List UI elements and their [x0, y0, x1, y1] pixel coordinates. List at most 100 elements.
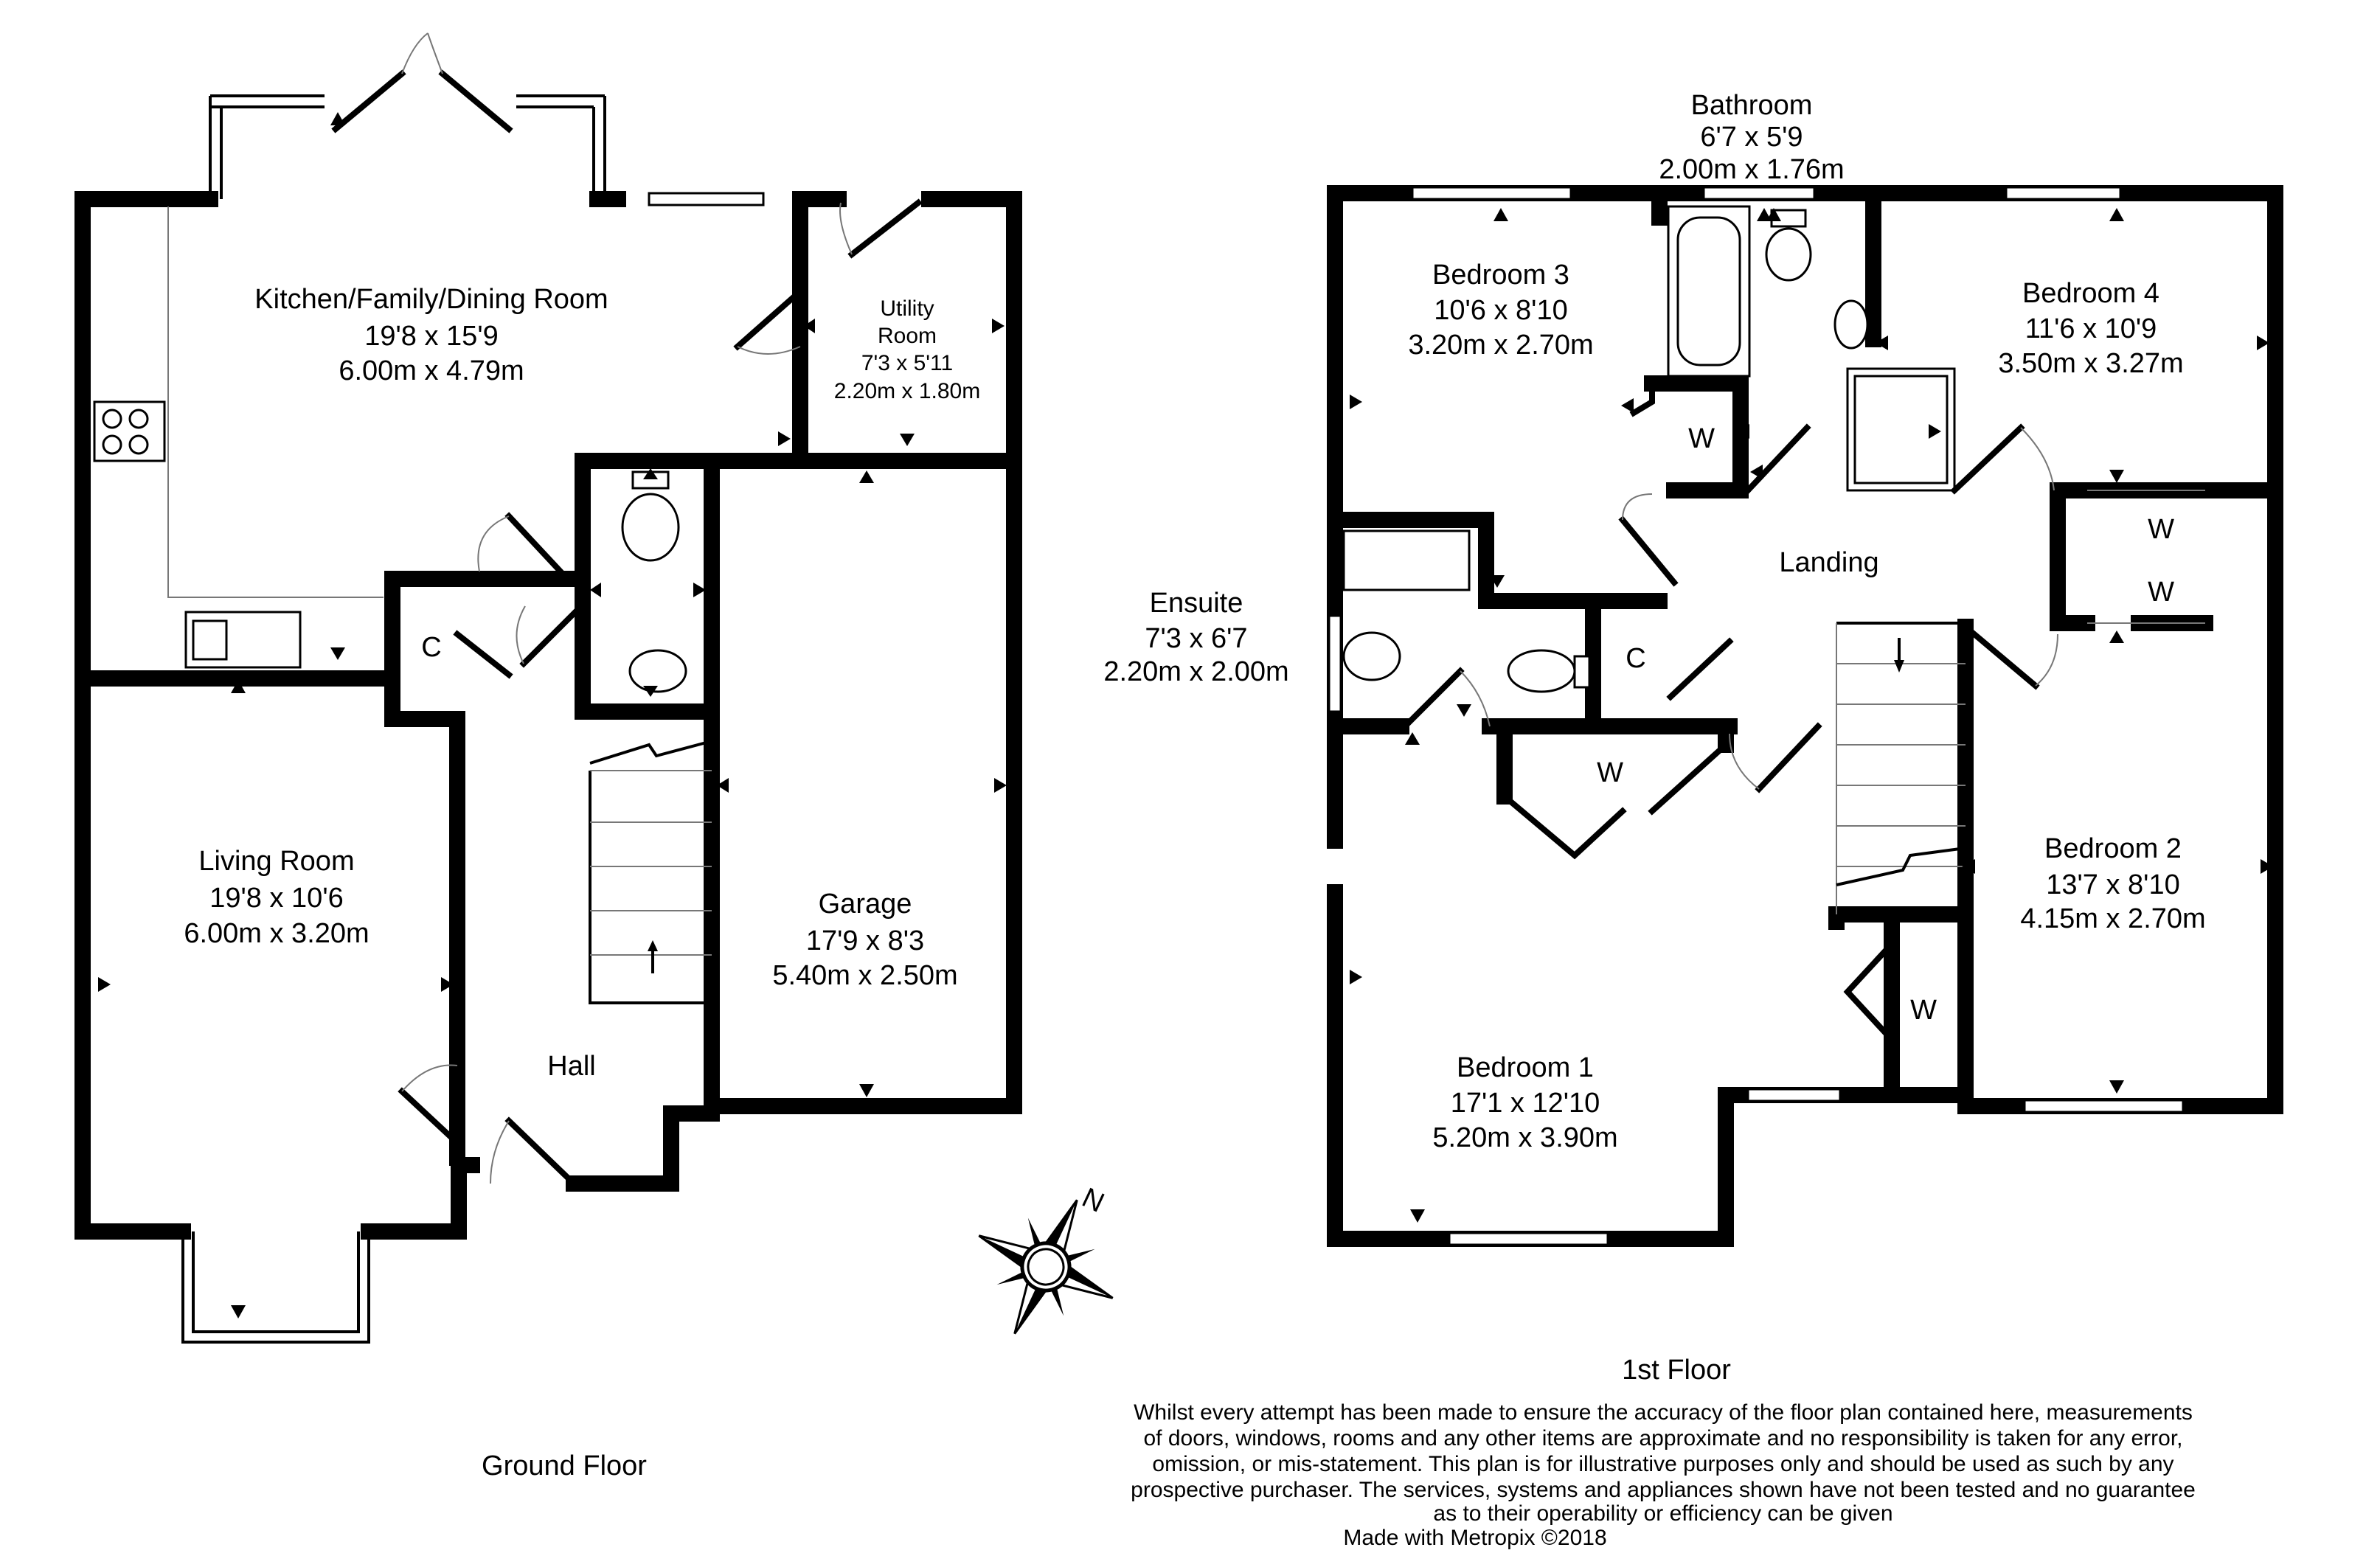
kitchen-metric: 6.00m x 4.79m — [339, 355, 524, 386]
wardrobe-label-bed4-b: W — [2148, 577, 2174, 608]
utility-external-door — [847, 198, 923, 259]
bed2-metric: 4.15m x 2.70m — [2020, 903, 2205, 934]
kitchen-french-door-swing — [401, 32, 443, 74]
ensuite-basin — [1342, 631, 1401, 681]
cupboard-door — [453, 630, 513, 679]
hall-name: Hall — [547, 1051, 595, 1082]
metropix-credit: Made with Metropix ©2018 — [1343, 1526, 1606, 1550]
bed3-bottom-wall — [1327, 512, 1668, 609]
ground-staircase — [589, 740, 712, 1004]
bathroom-imperial: 6'7 x 5'9 — [1700, 122, 1803, 153]
bed3-name: Bedroom 3 — [1432, 260, 1569, 291]
bed4-imperial: 11'6 x 10'9 — [2025, 313, 2157, 344]
kitchen-bay-window — [209, 94, 606, 199]
bed2-door — [1961, 622, 2040, 690]
utility-internal-door — [733, 287, 805, 351]
living-bay-window — [181, 1231, 370, 1344]
bed2-imperial: 13'7 x 8'10 — [2046, 869, 2179, 900]
ensuite-door-swing — [1460, 670, 1491, 727]
kitchen-worktop — [167, 206, 384, 598]
bed2-door-swing — [2035, 633, 2058, 687]
living-metric: 6.00m x 3.20m — [184, 918, 369, 949]
bed3-door — [1618, 515, 1679, 587]
front-door-swing — [490, 1120, 510, 1184]
wc-door-swing — [516, 605, 526, 664]
bed1-window-2 — [1746, 1088, 1842, 1102]
kitchen-window — [648, 192, 765, 206]
wardrobe-label-bed4-a: W — [2148, 514, 2174, 545]
ensuite-shower — [1342, 529, 1471, 591]
disclaimer-line-2: of doors, windows, rooms and any other i… — [1143, 1426, 2182, 1450]
ensuite-imperial: 7'3 x 6'7 — [1145, 623, 1247, 654]
hob — [93, 400, 166, 462]
wardrobe-label-bed1: W — [1597, 757, 1623, 788]
living-door — [398, 1087, 462, 1147]
garage-metric: 5.40m x 2.50m — [772, 960, 957, 991]
bed4-name: Bedroom 4 — [2022, 278, 2159, 309]
compass-north-label: N — [1078, 1182, 1109, 1219]
first-floor: Bathroom 6'7 x 5'9 2.00m x 1.76m Bedroom… — [1103, 90, 2283, 1386]
kitchen-hall-door-swing — [477, 515, 510, 572]
hob-ring-1 — [102, 409, 122, 429]
kitchen-hall-door — [504, 512, 565, 576]
bathroom-basin — [1833, 299, 1869, 350]
bed3-window — [1411, 186, 1572, 201]
bed1-side-wardrobe-door — [1843, 939, 1896, 1044]
bed2-name: Bedroom 2 — [2044, 833, 2182, 864]
bed1-window-1 — [1448, 1231, 1609, 1246]
first-staircase — [1836, 622, 1967, 914]
bathroom-door — [1744, 423, 1811, 495]
compass-rose — [978, 1199, 1114, 1335]
hall-wc-wall — [575, 453, 720, 720]
bathroom-name: Bathroom — [1691, 90, 1813, 121]
utility-metric: 2.20m x 1.80m — [834, 379, 980, 403]
bed3-wardrobe-door — [1629, 381, 1655, 417]
hob-ring-2 — [128, 409, 149, 429]
disclaimer-line-1: Whilst every attempt has been made to en… — [1134, 1400, 2193, 1425]
utility-internal-door-swing — [737, 346, 801, 355]
ensuite-cistern — [1573, 655, 1591, 689]
ensuite-window — [1328, 614, 1342, 713]
bed4-wardrobe-rail — [2087, 490, 2205, 624]
kitchen-imperial: 19'8 x 15'9 — [364, 321, 498, 352]
bed2-window — [2023, 1099, 2185, 1113]
kitchen-french-door — [331, 69, 513, 133]
kitchen-sink-bowl — [192, 619, 228, 661]
bed4-door-swing — [2020, 427, 2055, 491]
hob-ring-4 — [128, 434, 149, 455]
utility-name-2: Room — [878, 324, 937, 348]
wardrobe-label-bed3: W — [1688, 423, 1715, 454]
landing-name: Landing — [1779, 547, 1878, 578]
garage-name: Garage — [819, 889, 912, 920]
ensuite-metric: 2.20m x 2.00m — [1103, 656, 1288, 687]
ground-floor-title: Ground Floor — [482, 1450, 647, 1481]
living-door-swing — [401, 1064, 458, 1092]
landing-cupboard-door — [1666, 637, 1734, 701]
first-floor-title: 1st Floor — [1622, 1355, 1731, 1386]
utility-external-door-swing — [839, 202, 853, 255]
disclaimer: Whilst every attempt has been made to en… — [1131, 1400, 2196, 1550]
bed3-door-swing — [1622, 493, 1653, 521]
bed4-door — [1950, 423, 2025, 495]
ground-cupboard-label: C — [421, 632, 441, 663]
disclaimer-line-3: omission, or mis-statement. This plan is… — [1152, 1452, 2173, 1476]
wc-door — [519, 600, 587, 668]
landing-cupboard-label: C — [1626, 643, 1645, 674]
bed4-metric: 3.50m x 3.27m — [1998, 348, 2183, 379]
bed4-window — [2005, 186, 2122, 201]
ground-dimension-markers — [98, 112, 1007, 1318]
utility-name-1: Utility — [880, 296, 934, 321]
bed1-door — [1755, 722, 1822, 793]
bed1-metric: 5.20m x 3.90m — [1432, 1122, 1617, 1153]
bed1-name: Bedroom 1 — [1457, 1052, 1594, 1083]
bed1-door-swing — [1729, 733, 1760, 790]
ground-floor: Kitchen/Family/Dining Room 19'8 x 15'9 6… — [74, 32, 1022, 1481]
bed1-wardrobe-doors — [1500, 740, 1730, 860]
bed1-imperial: 17'1 x 12'10 — [1451, 1088, 1600, 1119]
ensuite-toilet — [1507, 649, 1576, 693]
bath-inner — [1676, 216, 1741, 366]
kitchen-name: Kitchen/Family/Dining Room — [254, 284, 608, 315]
bathroom-metric: 2.00m x 1.76m — [1659, 154, 1844, 185]
bathroom-toilet — [1765, 227, 1812, 282]
